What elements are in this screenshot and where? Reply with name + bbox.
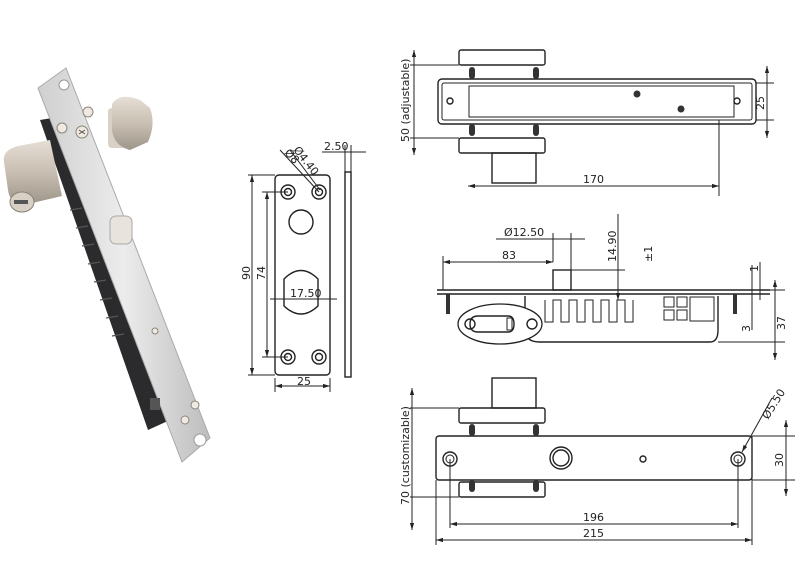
dim-hole-spacing: 196 — [583, 511, 604, 524]
dim-hole-spacing: 74 — [255, 266, 268, 280]
dim-height: 30 — [773, 453, 786, 467]
dim-total-height: 90 — [240, 266, 253, 280]
faceplate-view: 90 74 17.50 25 Ø4.40 Ø8 2.50 — [240, 140, 366, 392]
dim-gap: 3 — [740, 325, 753, 332]
key-cylinder — [3, 140, 62, 213]
dim-width: 25 — [754, 96, 767, 110]
dim-thickness: 2.50 — [324, 140, 349, 153]
dim-bolt-offset: 83 — [502, 249, 516, 262]
faceplate — [37, 67, 211, 463]
side-view: Ø12.50 83 14.90 ±1 1 3 37 — [437, 214, 788, 360]
bolt — [109, 215, 133, 245]
product-photo — [3, 67, 211, 463]
dim-width: 25 — [297, 375, 311, 388]
dim-screw-hole: Ø5.50 — [760, 387, 789, 422]
dim-tolerance: ±1 — [642, 246, 655, 262]
thumb-turn — [108, 96, 153, 150]
dim-depth: 37 — [775, 316, 788, 330]
dim-adjustable: 50 (adjustable) — [399, 59, 412, 142]
dim-customizable: 70 (customizable) — [399, 406, 412, 505]
dim-total-length: 215 — [583, 527, 604, 540]
front-view: 70 (customizable) 196 215 30 Ø5.50 — [399, 377, 795, 545]
dim-length: 170 — [583, 173, 604, 186]
dim-bolt-dia: Ø12.50 — [504, 226, 544, 239]
top-view: 50 (adjustable) 170 25 — [399, 49, 774, 196]
dim-bolt-projection: 14.90 — [606, 231, 619, 263]
lock-body — [40, 115, 170, 430]
dim-cutout-width: 17.50 — [290, 287, 322, 300]
dim-plate-offset: 1 — [748, 265, 761, 272]
